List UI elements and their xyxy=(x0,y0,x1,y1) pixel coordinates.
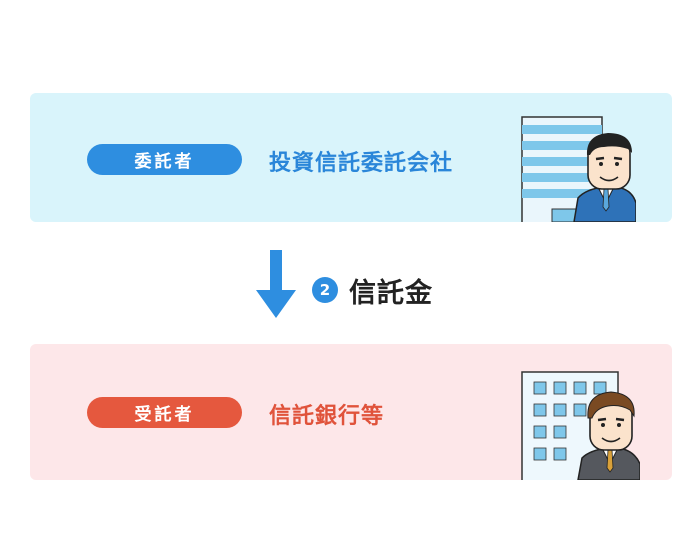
office-building-with-businessman-icon xyxy=(521,116,636,222)
trustor-name: 投資信託委託会社 xyxy=(269,151,454,176)
flow-label: 信託金 xyxy=(349,278,433,309)
trustee-name: 信託銀行等 xyxy=(269,404,385,429)
step-number-badge: 2 xyxy=(312,277,338,303)
trustor-role-badge: 委託者 xyxy=(87,144,242,175)
office-building-with-businessman-icon xyxy=(521,371,640,480)
trustee-role-badge: 受託者 xyxy=(87,397,242,428)
trustee-panel: 受託者 信託銀行等 xyxy=(30,344,672,480)
trustor-panel: 委託者 投資信託委託会社 xyxy=(30,93,672,222)
arrow-down-icon xyxy=(256,250,296,318)
